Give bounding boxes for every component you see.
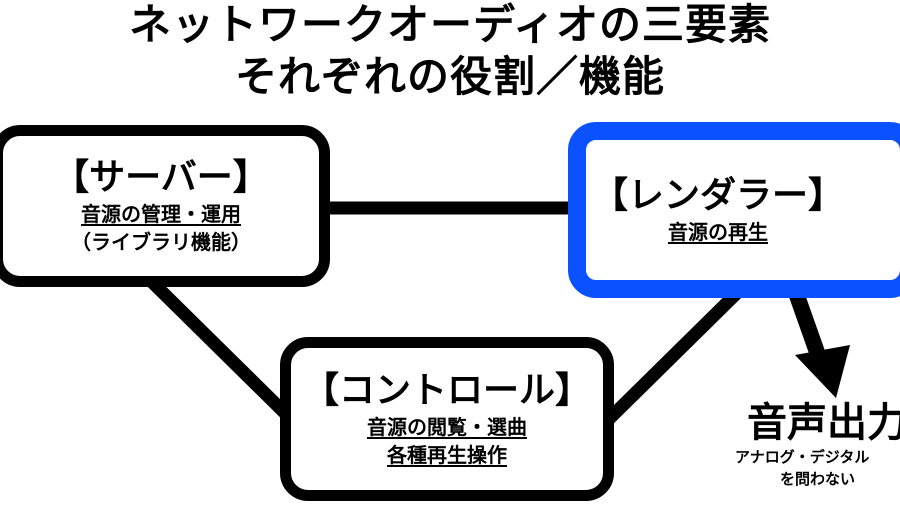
output-sub-2: を問わない (780, 470, 856, 488)
server-note: （ライブラリ機能） (71, 230, 251, 254)
server-control-link (145, 275, 297, 425)
output-heading: 音声出力 (747, 400, 900, 446)
server-role: 音源の管理・運用 (81, 202, 241, 226)
output-arrow-shaft (787, 287, 826, 358)
title-line-2: それぞれの役割／機能 (234, 52, 665, 101)
renderer-heading: 【レンダラー】 (591, 175, 844, 216)
server-box: 【サーバー】 音源の管理・運用 （ライブラリ機能） (0, 125, 330, 287)
control-role-2: 各種再生操作 (387, 443, 507, 467)
control-box: 【コントロール】 音源の閲覧・選曲 各種再生操作 (280, 337, 614, 501)
control-heading: 【コントロール】 (302, 370, 591, 411)
title-line-1: ネットワークオーディオの三要素 (128, 0, 772, 49)
server-heading: 【サーバー】 (53, 157, 269, 198)
control-renderer-link (603, 280, 750, 425)
renderer-box: 【レンダラー】 音源の再生 (568, 122, 900, 298)
control-role-1: 音源の閲覧・選曲 (367, 415, 527, 439)
output-sub-1: アナログ・デジタル (735, 448, 870, 466)
audio-output: 音声出力 アナログ・デジタル を問わない (735, 400, 900, 490)
renderer-role: 音源の再生 (668, 220, 768, 244)
output-arrow-head (795, 345, 850, 398)
